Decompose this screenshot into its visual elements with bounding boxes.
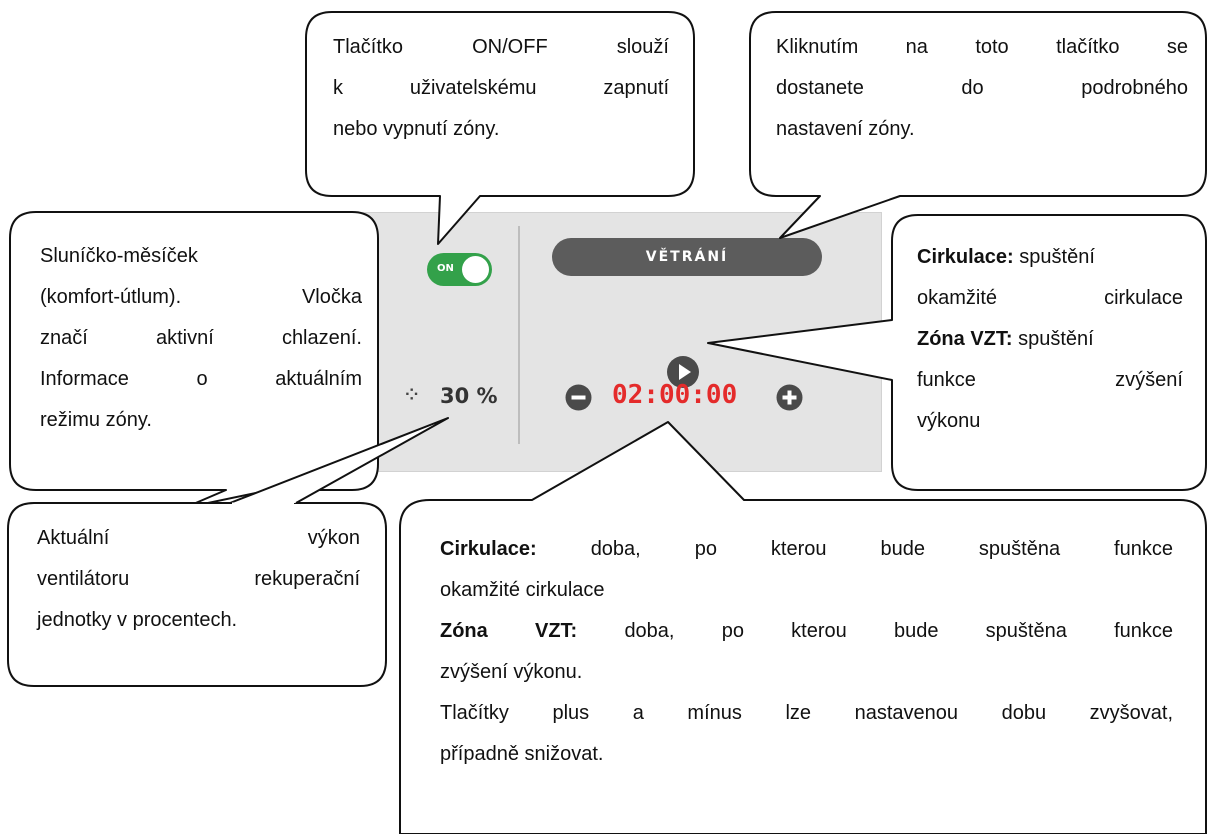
zona-vzt-label: Zóna VZT:: [440, 620, 578, 642]
callout-text: doba, po kterou bude spuštěna funkce: [624, 620, 1173, 642]
callout-mode-text: Sluníčko-měsíček (komfort-útlum). Vločka…: [40, 236, 362, 441]
callout-detail-text: Kliknutím na toto tlačítko se dostanete …: [776, 27, 1188, 150]
cirkulace-label: Cirkulace:: [917, 246, 1014, 268]
callout-line: dostanete do podrobného: [776, 77, 1188, 99]
callout-text: spuštění: [1019, 246, 1095, 268]
callout-play-text: Cirkulace: spuštění okamžité cirkulace Z…: [917, 237, 1183, 442]
zona-vzt-label: Zóna VZT:: [917, 328, 1013, 350]
callout-line: Kliknutím na toto tlačítko se: [776, 36, 1188, 58]
callout-fan-shape: [7, 502, 387, 687]
panel-divider: [518, 226, 520, 444]
toggle-knob: [462, 256, 489, 283]
callout-line: okamžité cirkulace: [917, 287, 1183, 309]
callout-line: nastavení zóny.: [776, 118, 915, 140]
callout-mode-shape: [9, 211, 379, 509]
callout-line: (komfort-útlum). Vločka: [40, 286, 362, 308]
plus-icon[interactable]: [776, 384, 803, 411]
callout-line: funkce zvýšení: [917, 369, 1183, 391]
callout-line: k uživatelskému zapnutí: [333, 77, 669, 99]
callout-line: případně snižovat.: [440, 743, 604, 765]
callout-line: výkonu: [917, 410, 981, 432]
play-icon[interactable]: [666, 355, 700, 389]
callout-line: nebo vypnutí zóny.: [333, 118, 500, 140]
callout-line: Aktuální výkon: [37, 527, 360, 549]
zone-on-off-toggle[interactable]: ON: [427, 253, 492, 286]
callout-timer-text: Cirkulace: doba, po kterou bude spuštěna…: [440, 529, 1173, 775]
callout-toggle-shape: [305, 11, 695, 245]
fan-icon: ⁘: [405, 385, 419, 404]
callout-text: doba, po kterou bude spuštěna funkce: [590, 538, 1173, 560]
callout-line: Informace o aktuálním: [40, 368, 362, 390]
callout-toggle-text: Tlačítko ON/OFF slouží k uživatelskému z…: [333, 27, 669, 150]
callout-timer-shape: [399, 421, 1207, 834]
callout-line: zvýšení výkonu.: [440, 661, 583, 683]
callout-line: Tlačítky plus a mínus lze nastavenou dob…: [440, 702, 1173, 724]
callout-line: okamžité cirkulace: [440, 579, 605, 601]
callout-fan-tail: [229, 417, 449, 504]
zone-detail-button[interactable]: VĚTRÁNÍ: [552, 238, 822, 276]
callout-line: jednotky v procentech.: [37, 609, 238, 631]
toggle-label: ON: [437, 263, 454, 274]
callout-line: Tlačítko ON/OFF slouží: [333, 36, 669, 58]
cirkulace-label: Cirkulace:: [440, 538, 537, 560]
callout-line: ventilátoru rekuperační: [37, 568, 360, 590]
callout-play-shape: [707, 214, 1207, 491]
minus-icon[interactable]: [565, 384, 592, 411]
callout-line: režimu zóny.: [40, 409, 152, 431]
callout-text: spuštění: [1018, 328, 1094, 350]
timer-display: 02:00:00: [612, 380, 738, 410]
callout-line: Sluníčko-měsíček: [40, 245, 198, 267]
fan-power-value: 30 %: [440, 384, 498, 408]
callout-detail-shape: [749, 11, 1207, 239]
callout-fan-text: Aktuální výkon ventilátoru rekuperační j…: [37, 518, 360, 641]
callout-line: značí aktivní chlazení.: [40, 327, 362, 349]
